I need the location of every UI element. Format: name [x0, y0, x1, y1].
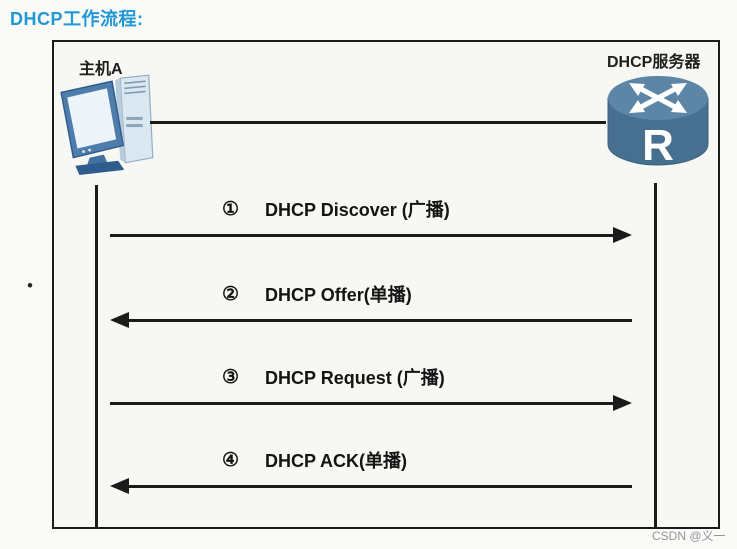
message-arrow [110, 312, 632, 330]
host-server-link-line [150, 121, 606, 124]
message-label: DHCP ACK(单播) [265, 451, 408, 471]
arrow-head-icon [110, 478, 129, 494]
message-number: ③ [222, 366, 240, 388]
server-label: DHCP服务器 [607, 54, 701, 71]
arrow-head-icon [613, 227, 632, 243]
arrow-shaft [110, 402, 618, 405]
server-lifeline [654, 183, 657, 527]
arrow-head-icon [110, 312, 129, 328]
message-row: ① DHCP Discover (广播) [110, 195, 632, 245]
host-label: 主机A [79, 61, 123, 78]
host-lifeline [95, 185, 98, 527]
message-number: ② [222, 283, 240, 305]
message-arrow [110, 395, 632, 413]
bullet-marker: • [27, 276, 33, 295]
message-row: ② DHCP Offer(单播) [110, 280, 632, 330]
message-label: DHCP Offer(单播) [265, 285, 412, 305]
message-label: DHCP Request (广播) [265, 368, 445, 388]
arrow-shaft [110, 234, 618, 237]
message-label: DHCP Discover (广播) [265, 200, 450, 220]
watermark: CSDN @义一 [652, 529, 726, 543]
router-icon: R [603, 72, 713, 175]
message-row: ③ DHCP Request (广播) [110, 363, 632, 413]
message-arrow [110, 227, 632, 245]
message-arrow [110, 478, 632, 496]
message-number: ① [222, 198, 240, 220]
arrow-shaft [124, 319, 632, 322]
message-number: ④ [222, 449, 240, 471]
svg-text:R: R [642, 121, 674, 170]
arrow-shaft [124, 485, 632, 488]
diagram-box: 主机A DHCP服务器 [52, 40, 720, 529]
host-computer-icon [58, 68, 162, 181]
message-row: ④ DHCP ACK(单播) [110, 446, 632, 496]
arrow-head-icon [613, 395, 632, 411]
page-title: DHCP工作流程: [10, 9, 144, 29]
